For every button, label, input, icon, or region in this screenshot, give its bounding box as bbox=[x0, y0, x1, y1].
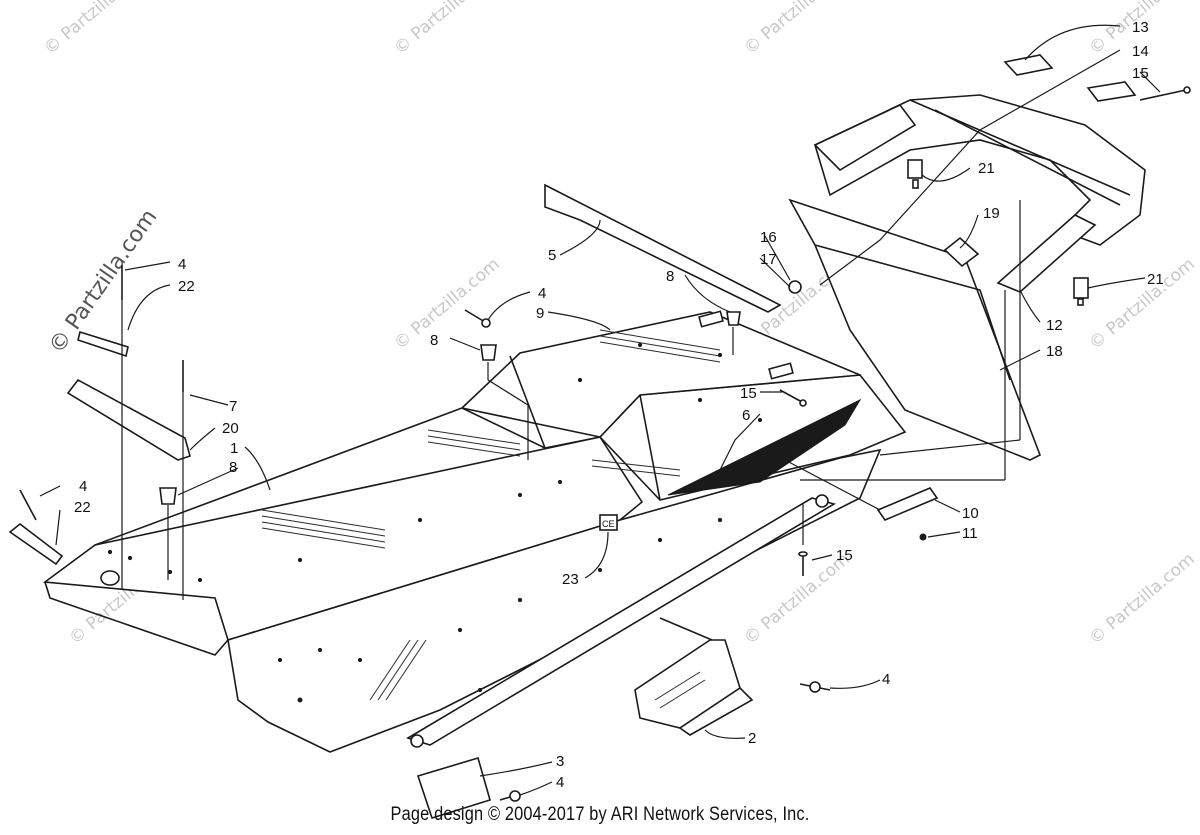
part-plate-3 bbox=[416, 757, 491, 819]
callout-11: 11 bbox=[962, 525, 978, 542]
part-grommet bbox=[698, 310, 724, 328]
part-flap-strip bbox=[544, 183, 782, 313]
part-snow-flap bbox=[788, 198, 1042, 461]
callout-21: 21 bbox=[1147, 271, 1164, 288]
callout-15: 15 bbox=[740, 385, 757, 402]
callout-14: 14 bbox=[1132, 43, 1149, 60]
part-clip-21-upper bbox=[907, 159, 923, 189]
part-bolt-15-low bbox=[798, 551, 808, 576]
callout-labels: 13 14 15 21 5 16 17 19 21 4 22 8 4 9 12 … bbox=[74, 19, 1164, 791]
part-clip-21-lower bbox=[1073, 277, 1089, 306]
copyright-footer: Page design © 2004-2017 by ARI Network S… bbox=[390, 804, 810, 825]
ce-mark-text: CE bbox=[602, 519, 615, 529]
callout-19: 19 bbox=[983, 205, 1000, 222]
watermark-text: © Partzilla.com bbox=[390, 254, 503, 354]
callout-17: 17 bbox=[760, 251, 777, 268]
watermark-text: © Partzilla.com bbox=[1085, 549, 1198, 649]
part-nut-19 bbox=[943, 236, 980, 268]
callout-8: 8 bbox=[430, 332, 438, 349]
watermark-text: © Partzilla.com bbox=[40, 0, 153, 59]
callout-5: 5 bbox=[548, 247, 556, 264]
part-bracket-20 bbox=[66, 378, 191, 461]
callout-18: 18 bbox=[1046, 343, 1063, 360]
part-label-14 bbox=[1086, 81, 1137, 102]
callout-4: 4 bbox=[556, 774, 564, 791]
callout-15: 15 bbox=[836, 547, 853, 564]
callout-9: 9 bbox=[536, 305, 544, 322]
part-bracket-2 bbox=[634, 617, 754, 736]
part-decal bbox=[667, 398, 862, 496]
callout-6: 6 bbox=[742, 407, 750, 424]
part-bracket-22-upper bbox=[77, 330, 129, 358]
part-washer-16 bbox=[788, 280, 802, 294]
callout-15: 15 bbox=[1132, 65, 1149, 82]
callout-4: 4 bbox=[882, 671, 890, 688]
ce-label: CE bbox=[599, 514, 618, 531]
callout-13: 13 bbox=[1132, 19, 1149, 36]
callout-22: 22 bbox=[178, 278, 195, 295]
callout-20: 20 bbox=[222, 420, 239, 437]
part-grommet bbox=[768, 362, 794, 380]
callout-8: 8 bbox=[666, 268, 674, 285]
part-label-13 bbox=[1003, 54, 1054, 76]
part-plug-8-b bbox=[480, 344, 497, 361]
part-plug-8-c bbox=[159, 487, 177, 505]
watermark-text: © Partzilla.com bbox=[740, 549, 853, 649]
part-plug-8-a bbox=[726, 311, 741, 326]
callout-22: 22 bbox=[74, 499, 91, 516]
callout-16: 16 bbox=[760, 229, 777, 246]
part-rear-bumper bbox=[813, 94, 1146, 293]
part-reflector-10 bbox=[876, 487, 939, 521]
tunnel-hatching bbox=[261, 329, 721, 701]
callout-1: 1 bbox=[230, 440, 238, 457]
part-bracket-22-lower bbox=[8, 522, 64, 566]
part-tunnel bbox=[42, 311, 907, 753]
leader-lines bbox=[39, 24, 1161, 796]
callout-2: 2 bbox=[748, 730, 756, 747]
callout-3: 3 bbox=[556, 753, 564, 770]
callout-12: 12 bbox=[1046, 317, 1063, 334]
callout-7: 7 bbox=[229, 398, 237, 415]
callout-10: 10 bbox=[962, 505, 979, 522]
part-bolt-15-top bbox=[1139, 86, 1191, 101]
part-screw-11 bbox=[919, 533, 927, 541]
watermark-text: © Partzilla.com bbox=[1085, 254, 1198, 354]
part-bolt-15-mid bbox=[779, 389, 807, 407]
callout-4: 4 bbox=[178, 256, 186, 273]
watermark-text: © Partzilla.com bbox=[740, 0, 853, 59]
callout-23: 23 bbox=[562, 571, 579, 588]
watermark-text: © Partzilla.com bbox=[390, 0, 503, 59]
callout-4: 4 bbox=[538, 285, 546, 302]
watermark-logo-text: © Partzilla.com bbox=[44, 205, 162, 358]
callout-21: 21 bbox=[978, 160, 995, 177]
part-rivet-4 bbox=[19, 265, 831, 802]
callout-8: 8 bbox=[229, 459, 237, 476]
callout-4: 4 bbox=[79, 478, 87, 495]
